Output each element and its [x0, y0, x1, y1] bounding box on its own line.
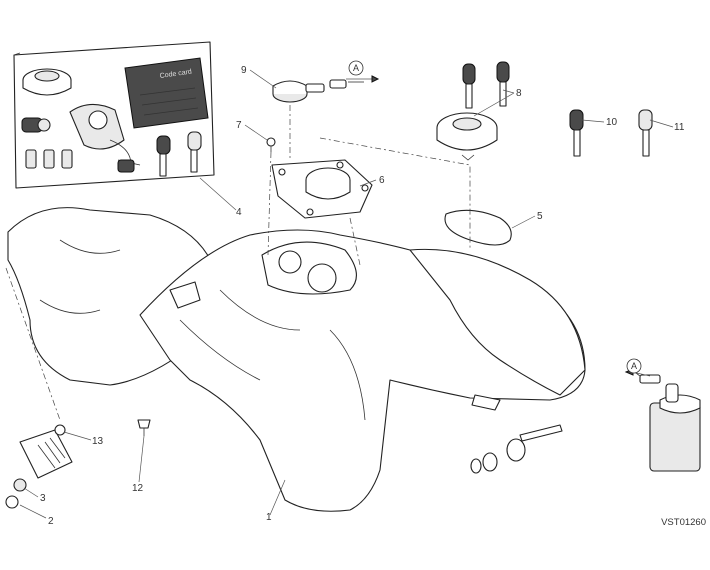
inset-lock-barrel — [21, 117, 51, 133]
inset-ignition-lock — [69, 103, 141, 173]
callout-7: 7 — [236, 120, 242, 131]
callout-11: 11 — [674, 122, 685, 133]
callout-8: 8 — [516, 88, 522, 99]
code-card: Code card — [124, 57, 209, 129]
callout-10: 10 — [606, 117, 618, 128]
cap-key-right — [496, 61, 510, 107]
callout-4: 4 — [236, 207, 242, 218]
svg-text:A: A — [631, 361, 637, 371]
bolt-2 — [5, 495, 19, 509]
inset-cylinders — [25, 149, 73, 169]
kit-inset-box: Code card — [13, 41, 215, 189]
fuel-tank — [7, 207, 586, 512]
callout-13: 13 — [92, 436, 104, 447]
marker-a-right: A — [626, 358, 642, 374]
code-card-label: Code card — [159, 69, 192, 80]
evap-canister — [631, 369, 701, 472]
svg-text:A: A — [353, 63, 359, 73]
inset-key-dark — [156, 135, 171, 177]
callout-12: 12 — [132, 483, 144, 494]
callout-2: 2 — [48, 516, 54, 527]
inset-key-light — [187, 131, 202, 173]
callout-3: 3 — [40, 493, 46, 504]
callout-1: 1 — [266, 512, 272, 523]
callout-5: 5 — [537, 211, 543, 222]
key-10 — [569, 109, 584, 157]
key-11 — [638, 109, 653, 157]
plate-13 — [19, 429, 73, 479]
fuel-cap — [436, 112, 498, 161]
rivet-12 — [137, 419, 151, 436]
screw — [266, 137, 276, 152]
reference-code: VST01260 — [661, 517, 706, 528]
callout-6: 6 — [379, 175, 385, 186]
cap-key-left — [462, 63, 476, 109]
inset-fuel-cap — [22, 68, 72, 96]
mount-hardware — [470, 424, 563, 474]
callout-9: 9 — [241, 65, 247, 76]
filler-flange — [271, 159, 373, 219]
breather-cap — [272, 79, 364, 103]
seal-ring — [444, 209, 512, 246]
grommet-13 — [54, 424, 66, 436]
marker-a-top: A — [348, 60, 364, 76]
washer-3 — [13, 478, 27, 492]
